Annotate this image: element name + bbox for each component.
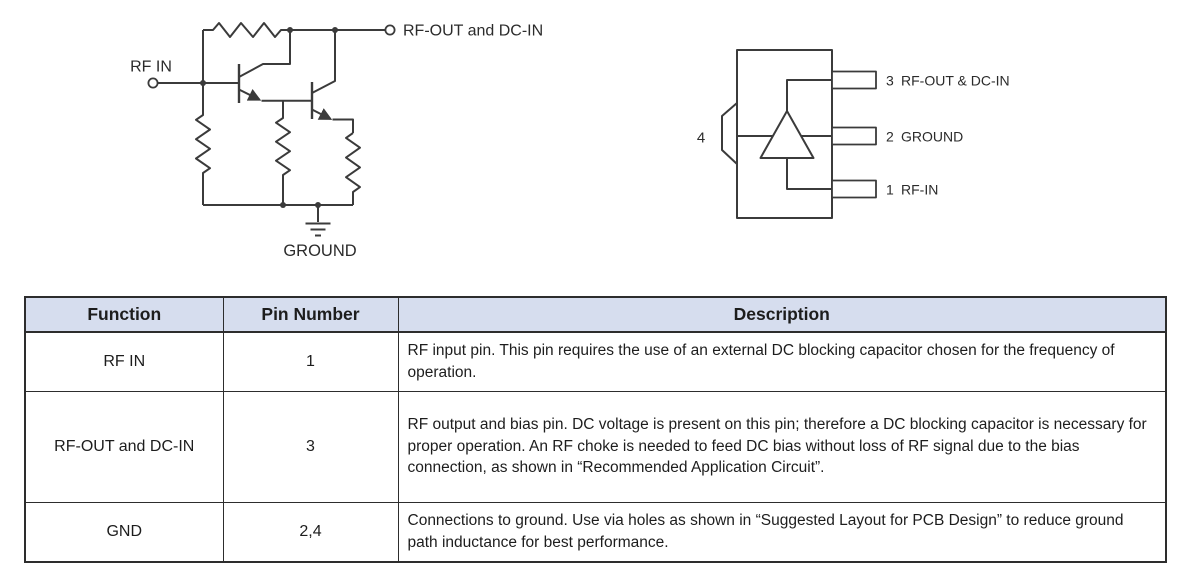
package-tab-pin4: [721, 102, 738, 165]
table-row: RF-OUT and DC-IN 3 RF output and bias pi…: [24, 390, 1167, 503]
rf-in-label: RF IN: [130, 59, 172, 76]
middle-bias-resistor: [275, 100, 291, 205]
transistor2-emitter: [311, 108, 333, 120]
emitter-output-wire: [332, 118, 354, 133]
function-cell: RF-OUT and DC-IN: [24, 390, 224, 503]
transistor1-emitter: [238, 88, 262, 101]
pin3-name: RF-OUT & DC-IN: [901, 73, 1010, 89]
transistor2-collector: [311, 30, 336, 94]
pin2-lead: [831, 126, 877, 146]
header-pin-number: Pin Number: [222, 296, 399, 333]
description-cell: Connections to ground. Use via holes as …: [397, 501, 1167, 563]
input-bias-resistor: [195, 30, 211, 205]
pin1-number: 1: [886, 182, 894, 198]
package-pinout-diagram: 4 3 RF-OUT & DC-IN 2 GROUND 1 RF-IN: [697, 49, 1010, 219]
pin-function-table: Function Pin Number Description RF IN 1 …: [24, 296, 1167, 563]
pin3-number: 3: [886, 73, 894, 89]
pin-number-cell: 3: [222, 390, 399, 503]
pin2-name: GROUND: [901, 129, 963, 145]
pin1-lead: [831, 179, 877, 199]
pin2-number: 2: [886, 129, 894, 145]
emitter-resistor: [345, 132, 361, 205]
pin3-lead: [831, 70, 877, 90]
junction-dot: [287, 27, 293, 33]
feedback-resistor: [203, 22, 386, 38]
junction-dot: [200, 80, 206, 86]
header-description: Description: [397, 296, 1167, 333]
rf-in-terminal: [147, 77, 159, 89]
description-cell: RF input pin. This pin requires the use …: [397, 331, 1167, 392]
function-cell: RF IN: [24, 331, 224, 392]
junction-dot: [332, 27, 338, 33]
junction-dot: [315, 202, 321, 208]
pin-number-cell: 1: [222, 331, 399, 392]
table-row: GND 2,4 Connections to ground. Use via h…: [24, 501, 1167, 563]
description-cell: RF output and bias pin. DC voltage is pr…: [397, 390, 1167, 503]
junction-dot: [280, 202, 286, 208]
table-header-row: Function Pin Number Description: [24, 296, 1167, 333]
rf-out-terminal: [384, 24, 396, 36]
ground-symbol: [305, 205, 331, 237]
pin1-internal-line: [786, 158, 832, 190]
header-function: Function: [24, 296, 224, 333]
pin3-internal-line: [786, 79, 832, 114]
function-cell: GND: [24, 501, 224, 563]
pin1-name: RF-IN: [901, 182, 938, 198]
amplifier-schematic: RF IN RF-OUT and DC-IN GROUND: [130, 22, 543, 260]
pin-number-cell: 2,4: [222, 501, 399, 563]
ground-label: GROUND: [283, 242, 356, 260]
table-row: RF IN 1 RF input pin. This pin requires …: [24, 331, 1167, 392]
transistor1-collector: [238, 30, 291, 78]
pin4-number-label: 4: [697, 130, 705, 147]
rf-out-dc-in-label: RF-OUT and DC-IN: [403, 23, 543, 40]
